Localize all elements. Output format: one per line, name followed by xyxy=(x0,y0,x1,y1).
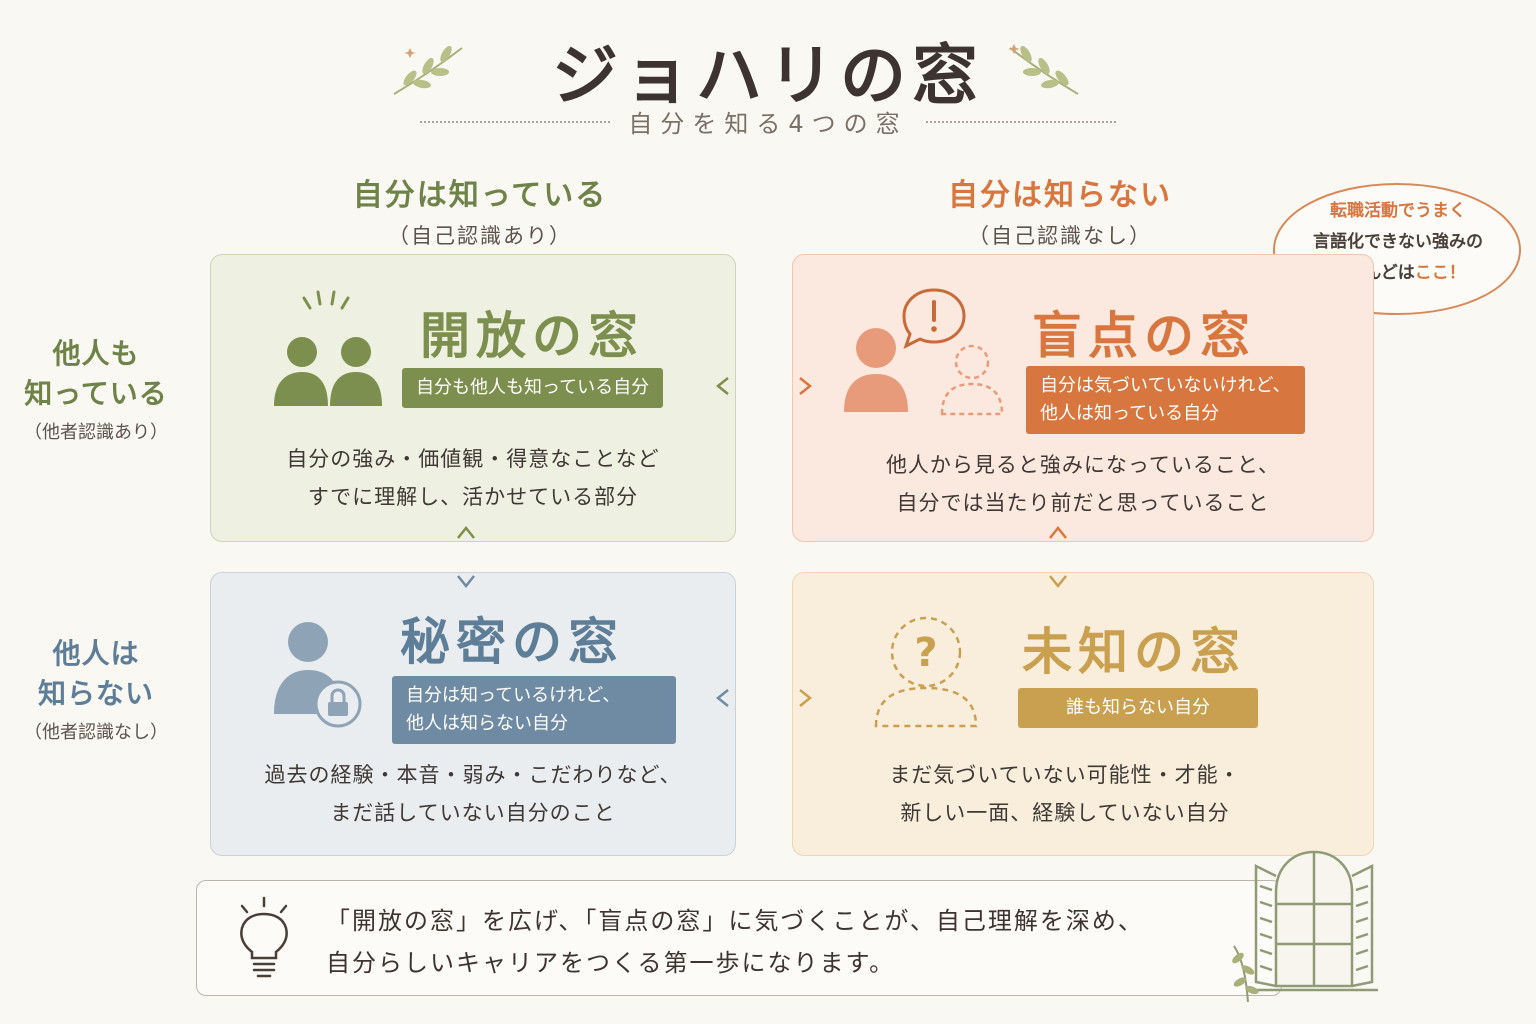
double-arrow-icon xyxy=(457,525,475,589)
note-line: 自分らしいキャリアをつくる第一歩になります。 xyxy=(326,949,896,977)
body-line: まだ気づいていない可能性・才能・ xyxy=(889,763,1241,787)
bubble-line2: 言語化できない強みの xyxy=(1313,232,1483,252)
person-exclamation-icon xyxy=(844,288,1004,416)
subtitle: 自分を知る4つの窓 xyxy=(628,110,908,138)
people-icon xyxy=(274,290,382,406)
lightbulb-icon xyxy=(240,896,288,978)
body-line: 自分の強み・価値観・得意なことなど xyxy=(286,447,660,471)
column-label: 自分は知らない xyxy=(948,178,1172,213)
double-arrow-icon xyxy=(715,689,813,707)
quadrant-body-hidden: 過去の経験・本音・弱み・こだわりなど、 まだ話していない自分のこと xyxy=(220,756,726,832)
quadrant-tag-hidden: 自分は知っているけれど、 他人は知らない自分 xyxy=(392,676,676,744)
sprig-icon xyxy=(393,45,463,95)
tag-line: 自分も他人も知っている自分 xyxy=(416,377,650,398)
svg-text:?: ? xyxy=(914,630,937,676)
window-icon xyxy=(1232,850,1378,1003)
quadrant-title-hidden: 秘密の窓 xyxy=(400,613,624,671)
body-line: まだ話していない自分のこと xyxy=(330,801,616,825)
divider xyxy=(420,120,611,123)
person-lock-icon xyxy=(274,622,362,728)
quadrant-body-open: 自分の強み・価値観・得意なことなど すでに理解し、活かせている部分 xyxy=(220,440,726,516)
column-label: 自分は知っている xyxy=(352,178,608,213)
tag-line: 自分は気づいていないけれど、 xyxy=(1040,375,1291,396)
question-person-icon: ? xyxy=(874,616,978,728)
row-sublabel: （他者認識あり） xyxy=(24,422,168,443)
body-line: 新しい一面、経験していない自分 xyxy=(900,801,1230,825)
bubble-line1: 転職活動でうまく xyxy=(1330,201,1466,221)
body-line: 他人から見ると強みになっていること、 xyxy=(885,453,1281,477)
note-line: 「開放の窓」を広げ、「盲点の窓」に気づくことが、自己理解を深め、 xyxy=(326,907,1144,935)
quadrant-title-unknown: 未知の窓 xyxy=(1022,623,1246,681)
summary-note xyxy=(196,880,1282,996)
page-title: ジョハリの窓 xyxy=(552,37,984,114)
sprig-icon xyxy=(1008,44,1079,95)
tag-line: 他人は知らない自分 xyxy=(406,713,568,734)
row-sublabel: （他者認識なし） xyxy=(24,722,168,743)
tag-line: 他人は知っている自分 xyxy=(1040,403,1220,424)
body-line: すでに理解し、活かせている部分 xyxy=(307,485,639,509)
bubble-line3-highlight: ここ！ xyxy=(1414,263,1466,283)
column-sublabel: （自己認識なし） xyxy=(968,224,1152,248)
double-arrow-icon xyxy=(1049,525,1067,589)
column-sublabel: （自己認識あり） xyxy=(388,224,572,248)
row-header-others-known: 他人も 知っている （他者認識あり） xyxy=(8,334,184,444)
row-header-others-unknown: 他人は 知らない （他者認識なし） xyxy=(8,634,184,744)
speech-bubble-text: 転職活動でうまく 言語化できない強みの ほとんどはここ！ xyxy=(1278,196,1518,289)
column-header-self-known: 自分は知っている （自己認識あり） xyxy=(250,170,710,250)
body-line: 自分では当たり前だと思っていること xyxy=(896,491,1270,515)
quadrant-title-blind: 盲点の窓 xyxy=(1032,307,1256,365)
double-arrow-icon xyxy=(715,377,813,395)
row-label-line2: 知っている xyxy=(24,377,168,410)
subtitle-row: 自分を知る4つの窓 xyxy=(420,104,1116,139)
quadrant-body-unknown: まだ気づいていない可能性・才能・ 新しい一面、経験していない自分 xyxy=(800,756,1330,832)
divider xyxy=(925,120,1116,123)
quadrant-title-open: 開放の窓 xyxy=(420,307,644,365)
row-label-line2: 知らない xyxy=(37,677,154,710)
column-header-self-unknown: 自分は知らない （自己認識なし） xyxy=(830,170,1290,250)
quadrant-tag-open: 自分も他人も知っている自分 xyxy=(402,368,664,408)
quadrant-tag-unknown: 誰も知らない自分 xyxy=(1018,688,1258,728)
quadrant-tag-blind: 自分は気づいていないけれど、 他人は知っている自分 xyxy=(1026,366,1305,434)
row-label-line1: 他人は xyxy=(52,637,140,670)
tag-line: 誰も知らない自分 xyxy=(1066,697,1210,718)
tag-line: 自分は知っているけれど、 xyxy=(406,685,621,706)
summary-note-text: 「開放の窓」を広げ、「盲点の窓」に気づくことが、自己理解を深め、 自分らしいキャ… xyxy=(326,900,1144,984)
quadrant-body-blind: 他人から見ると強みになっていること、 自分では当たり前だと思っていること xyxy=(800,446,1366,522)
body-line: 過去の経験・本音・弱み・こだわりなど、 xyxy=(264,763,682,787)
row-label-line1: 他人も xyxy=(52,337,140,370)
